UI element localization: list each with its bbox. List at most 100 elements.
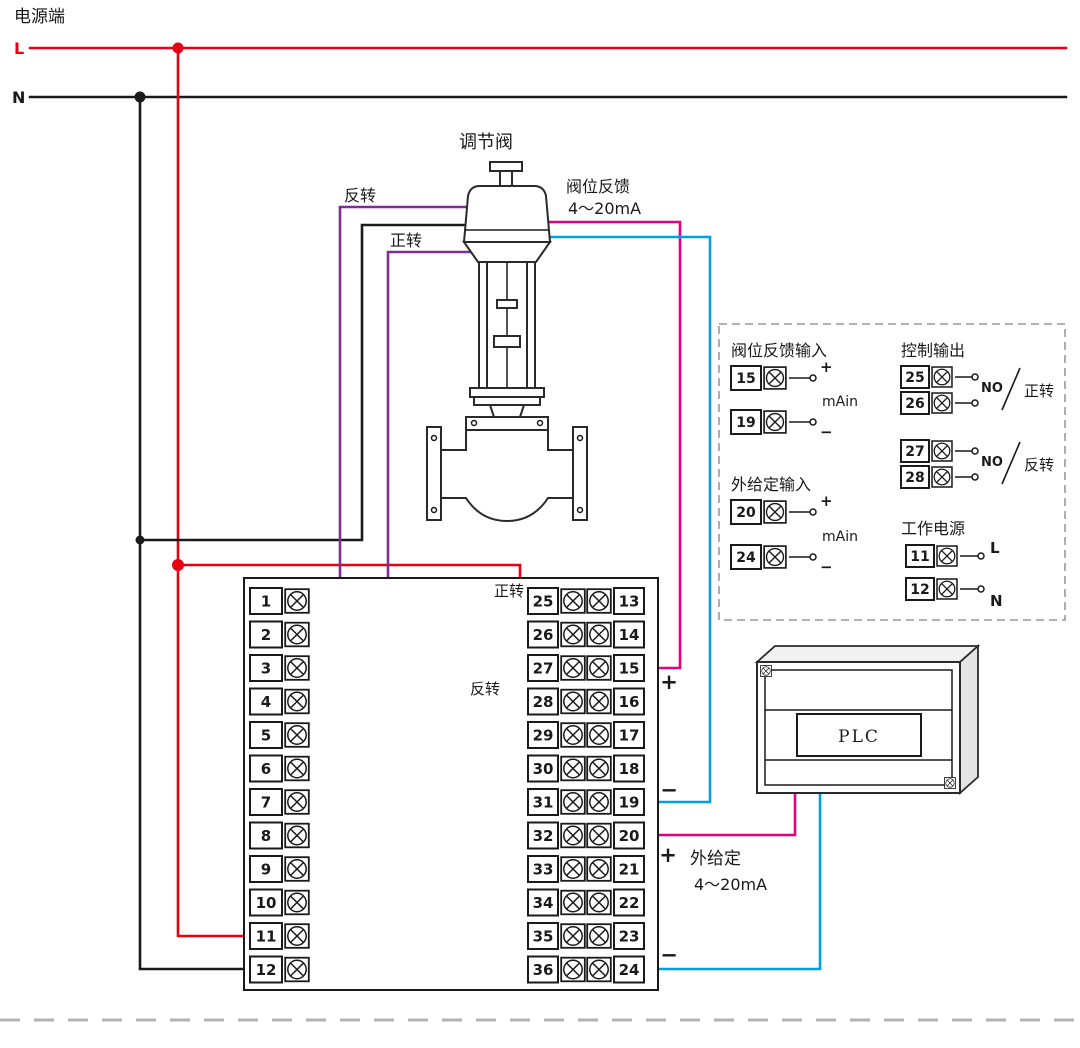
- setpoint-minus-sign: −: [660, 943, 678, 967]
- terminal-number: 4: [261, 693, 271, 711]
- terminal-number-box: [527, 587, 559, 615]
- forward-label: 正转: [1024, 382, 1054, 400]
- control-output-title: 控制输出: [901, 341, 965, 360]
- screw-terminal-icon: [284, 789, 310, 815]
- terminal-number-box: [527, 754, 559, 783]
- plus-sign: +: [820, 358, 833, 376]
- screw-terminal-icon: [586, 956, 612, 983]
- screw-terminal-icon: [560, 655, 586, 681]
- terminal-number: 3: [261, 660, 271, 678]
- feedback-range: 4～20mA: [568, 199, 641, 218]
- terminal-number: 20: [619, 827, 640, 845]
- reverse-label: 反转: [1024, 456, 1054, 474]
- screw-terminal-icon: [284, 621, 310, 648]
- terminal-number-box: [249, 821, 283, 850]
- terminal-number: 26: [905, 396, 924, 412]
- terminal-number-box: [613, 922, 645, 950]
- terminal-number-box: [613, 821, 645, 850]
- terminal-number: 11: [256, 928, 277, 946]
- terminal-number: 18: [619, 760, 640, 778]
- setpoint-plus-sign: +: [659, 843, 677, 867]
- screw-terminal-icon: [586, 923, 612, 949]
- valve-forward-label: 正转: [390, 231, 422, 250]
- block-reverse-label: 反转: [470, 680, 500, 698]
- stem-coupling: [496, 299, 518, 309]
- plc-side-face: [959, 643, 979, 796]
- terminal-number-box: [249, 788, 283, 816]
- terminal-number-box: [900, 391, 930, 415]
- wire-valve-common: [138, 223, 467, 542]
- screw-terminal-icon: [763, 500, 787, 524]
- detail-box-border: [718, 323, 1066, 621]
- contact-slash: [1001, 441, 1021, 485]
- screw-terminal-icon: [284, 956, 310, 983]
- terminal-number-box: [613, 620, 645, 649]
- terminal-number-box: [249, 888, 283, 917]
- power-title: 电源端: [14, 7, 65, 27]
- plc-inner-border: [764, 669, 953, 786]
- terminal-number: 11: [910, 549, 929, 565]
- wire-feedback-plus: [546, 220, 682, 670]
- terminal-number: 20: [736, 505, 756, 521]
- terminal-number: 7: [261, 794, 271, 812]
- contact-type: NO: [981, 455, 1003, 470]
- setpoint-label: 外给定: [690, 849, 741, 869]
- terminal-number: 29: [533, 727, 554, 745]
- node: [809, 374, 817, 382]
- wire-setpoint-plus: [643, 791, 797, 837]
- screw-terminal-icon: [560, 722, 586, 748]
- screw-terminal-icon: [560, 923, 586, 949]
- node: [971, 373, 979, 381]
- screw-terminal-icon: [284, 822, 310, 849]
- screw-terminal-icon: [560, 889, 586, 916]
- terminal-number: 30: [533, 760, 554, 778]
- junction-dot: [172, 559, 184, 571]
- node: [971, 473, 979, 481]
- wire-setpoint-minus: [643, 791, 822, 971]
- screw-terminal-icon: [284, 923, 310, 949]
- screw-terminal-icon: [586, 588, 612, 614]
- terminal-number-box: [730, 409, 762, 435]
- valve-knob-stem: [499, 170, 513, 187]
- terminal-number: 10: [256, 894, 277, 912]
- work-power-title: 工作电源: [901, 519, 965, 538]
- wire-feedback-minus: [546, 235, 712, 804]
- terminal-number-box: [730, 544, 762, 570]
- live-label: L: [14, 39, 24, 58]
- node: [809, 508, 817, 516]
- terminal-number: 5: [261, 727, 271, 745]
- bolt: [576, 506, 584, 514]
- node: [977, 552, 985, 560]
- feedback-minus-sign: −: [660, 778, 678, 802]
- junction-dot: [135, 535, 145, 545]
- bolt: [576, 434, 584, 442]
- contact-type: NO: [981, 381, 1003, 396]
- screw-terminal-icon: [284, 655, 310, 681]
- feedback-plus-sign: +: [660, 670, 678, 694]
- yoke-plate: [469, 387, 545, 398]
- terminal-number: 15: [736, 371, 755, 387]
- screw-terminal-icon: [936, 545, 958, 567]
- screw-terminal-icon: [284, 588, 310, 614]
- terminal-number: 24: [619, 961, 640, 979]
- terminal-number: 19: [619, 794, 640, 812]
- terminal-number: 21: [619, 861, 640, 879]
- junction-dot: [172, 42, 184, 54]
- yoke-left: [478, 261, 488, 389]
- terminal-number-box: [613, 721, 645, 749]
- signal-label: mAin: [822, 529, 858, 545]
- terminal-number: 25: [905, 370, 924, 386]
- terminal-number-box: [613, 955, 645, 984]
- screw-terminal-icon: [560, 755, 586, 782]
- terminal-detail-box: 阀位反馈输入 15 + 19 − mAin 外给定输入 20 + 24 − mA…: [718, 323, 1066, 621]
- terminal-number: 9: [261, 861, 271, 879]
- yoke-plate-2: [473, 396, 541, 406]
- live-label: L: [990, 539, 1000, 557]
- valve-actuator: [462, 185, 552, 243]
- terminal-number-box: [527, 620, 559, 649]
- terminal-number: 13: [619, 593, 640, 611]
- terminal-number: 31: [533, 794, 554, 812]
